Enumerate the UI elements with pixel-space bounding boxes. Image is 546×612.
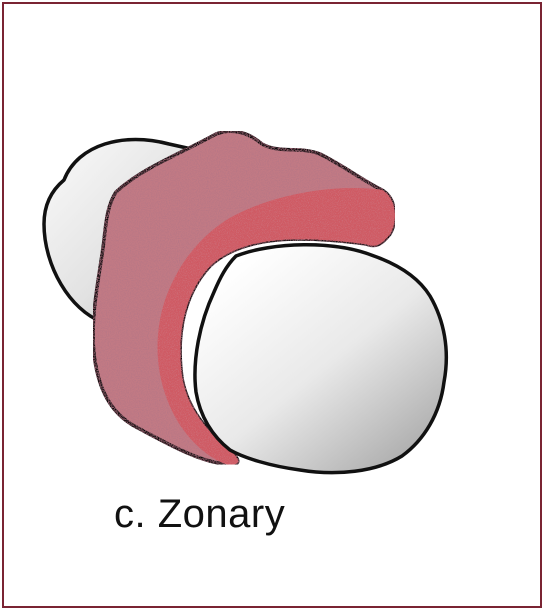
zonary-placenta-illustration <box>4 4 540 524</box>
figure-caption: c. Zonary <box>114 492 285 537</box>
figure-frame: c. Zonary <box>2 2 542 608</box>
chorion-front-cap <box>195 245 446 473</box>
